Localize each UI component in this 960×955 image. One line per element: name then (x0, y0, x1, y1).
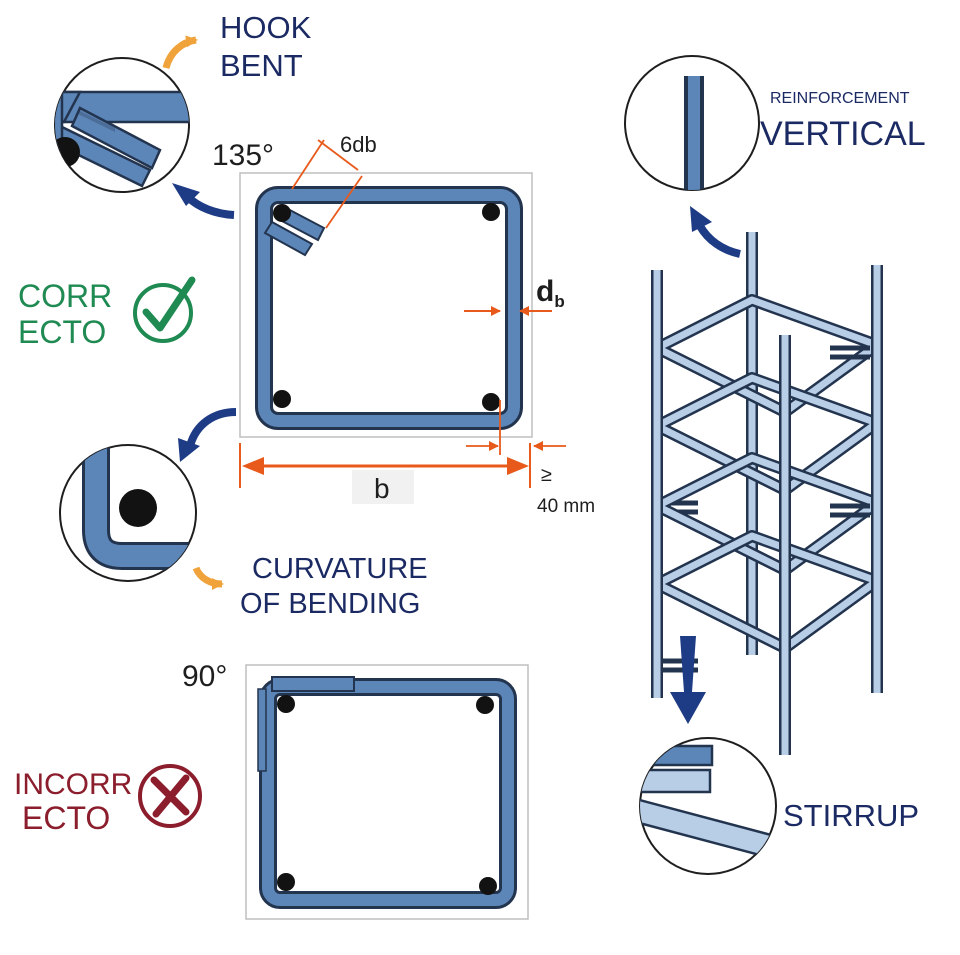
hook-bent-label: HOOK BENT (220, 10, 312, 83)
reinforcement-vertical-label: REINFORCEMENT VERTICAL (760, 90, 926, 153)
arrow-to-stirrup-detail (670, 636, 706, 724)
six-db-dimension: 6db (291, 132, 377, 229)
cage-stirrup-hook (830, 503, 870, 518)
longitudinal-bar (277, 873, 295, 891)
curvature-label: CURVATURE OF BENDING (240, 553, 428, 620)
longitudinal-bar (273, 204, 291, 222)
curvature-callout-arrow (192, 566, 224, 590)
six-db-label: 6db (340, 132, 377, 157)
hook-callout-arrow (162, 35, 198, 70)
cage-stirrup-ring-fill (653, 374, 881, 494)
longitudinal-bar (277, 695, 295, 713)
curvature-label-line2: OF BENDING (240, 588, 420, 620)
arrow-to-vertical-detail-head (690, 206, 712, 232)
hook-label-line1: HOOK (220, 10, 312, 45)
longitudinal-bar (273, 390, 291, 408)
b-label: b (374, 473, 390, 504)
b-dimension: b (239, 443, 531, 504)
curvature-label-line1: CURVATURE (252, 553, 428, 585)
stirrup-label: STIRRUP (783, 798, 919, 833)
hook-detail-circle (54, 57, 190, 193)
incorrect-stirrup-section (245, 664, 529, 920)
arrow-to-hook-detail-head (172, 183, 200, 206)
vertical-bar-detail-circle (624, 55, 760, 191)
correct-stirrup-section (239, 172, 533, 438)
correct-label-line1: CORR (18, 278, 112, 314)
correct-badge: CORR ECTO (18, 276, 196, 350)
cage-stirrup-ring-fill (653, 532, 881, 652)
cross-icon (138, 764, 202, 828)
cage-stirrup-ring (651, 530, 883, 654)
longitudinal-bar (482, 203, 500, 221)
angle-135-label: 135° (212, 139, 274, 172)
hook-label-line2: BENT (220, 48, 303, 83)
arrow-to-vertical-detail (696, 223, 741, 258)
longitudinal-bar (479, 877, 497, 895)
corner-detail-circle (59, 444, 197, 582)
vertical-label: VERTICAL (760, 115, 926, 153)
arrow-to-hook-detail (185, 194, 235, 219)
geq-symbol: ≥ (541, 464, 552, 486)
arrow-to-corner-detail-head (178, 438, 200, 462)
incorrect-badge: INCORR ECTO (14, 764, 202, 836)
cover-label: 40 mm (537, 496, 595, 517)
longitudinal-bar (482, 393, 500, 411)
incorrect-label-line2: ECTO (22, 800, 110, 836)
correct-label-line2: ECTO (18, 314, 106, 350)
db-label: db (536, 275, 565, 311)
longitudinal-bar (476, 696, 494, 714)
incorrect-label-line1: INCORR (14, 768, 132, 801)
cage-stirrup-ring (651, 372, 883, 496)
db-dimension: db (464, 275, 565, 316)
angle-90-label: 90° (182, 660, 227, 693)
reinforcement-label: REINFORCEMENT (770, 90, 910, 107)
checkmark-icon (133, 276, 196, 343)
cage-stirrup-hook (830, 345, 870, 360)
cover-dimension: ≥ 40 mm (466, 400, 595, 517)
arrow-to-corner-detail (186, 408, 237, 448)
rebar-cage (651, 232, 883, 755)
stirrup-detail-circle (639, 737, 777, 875)
